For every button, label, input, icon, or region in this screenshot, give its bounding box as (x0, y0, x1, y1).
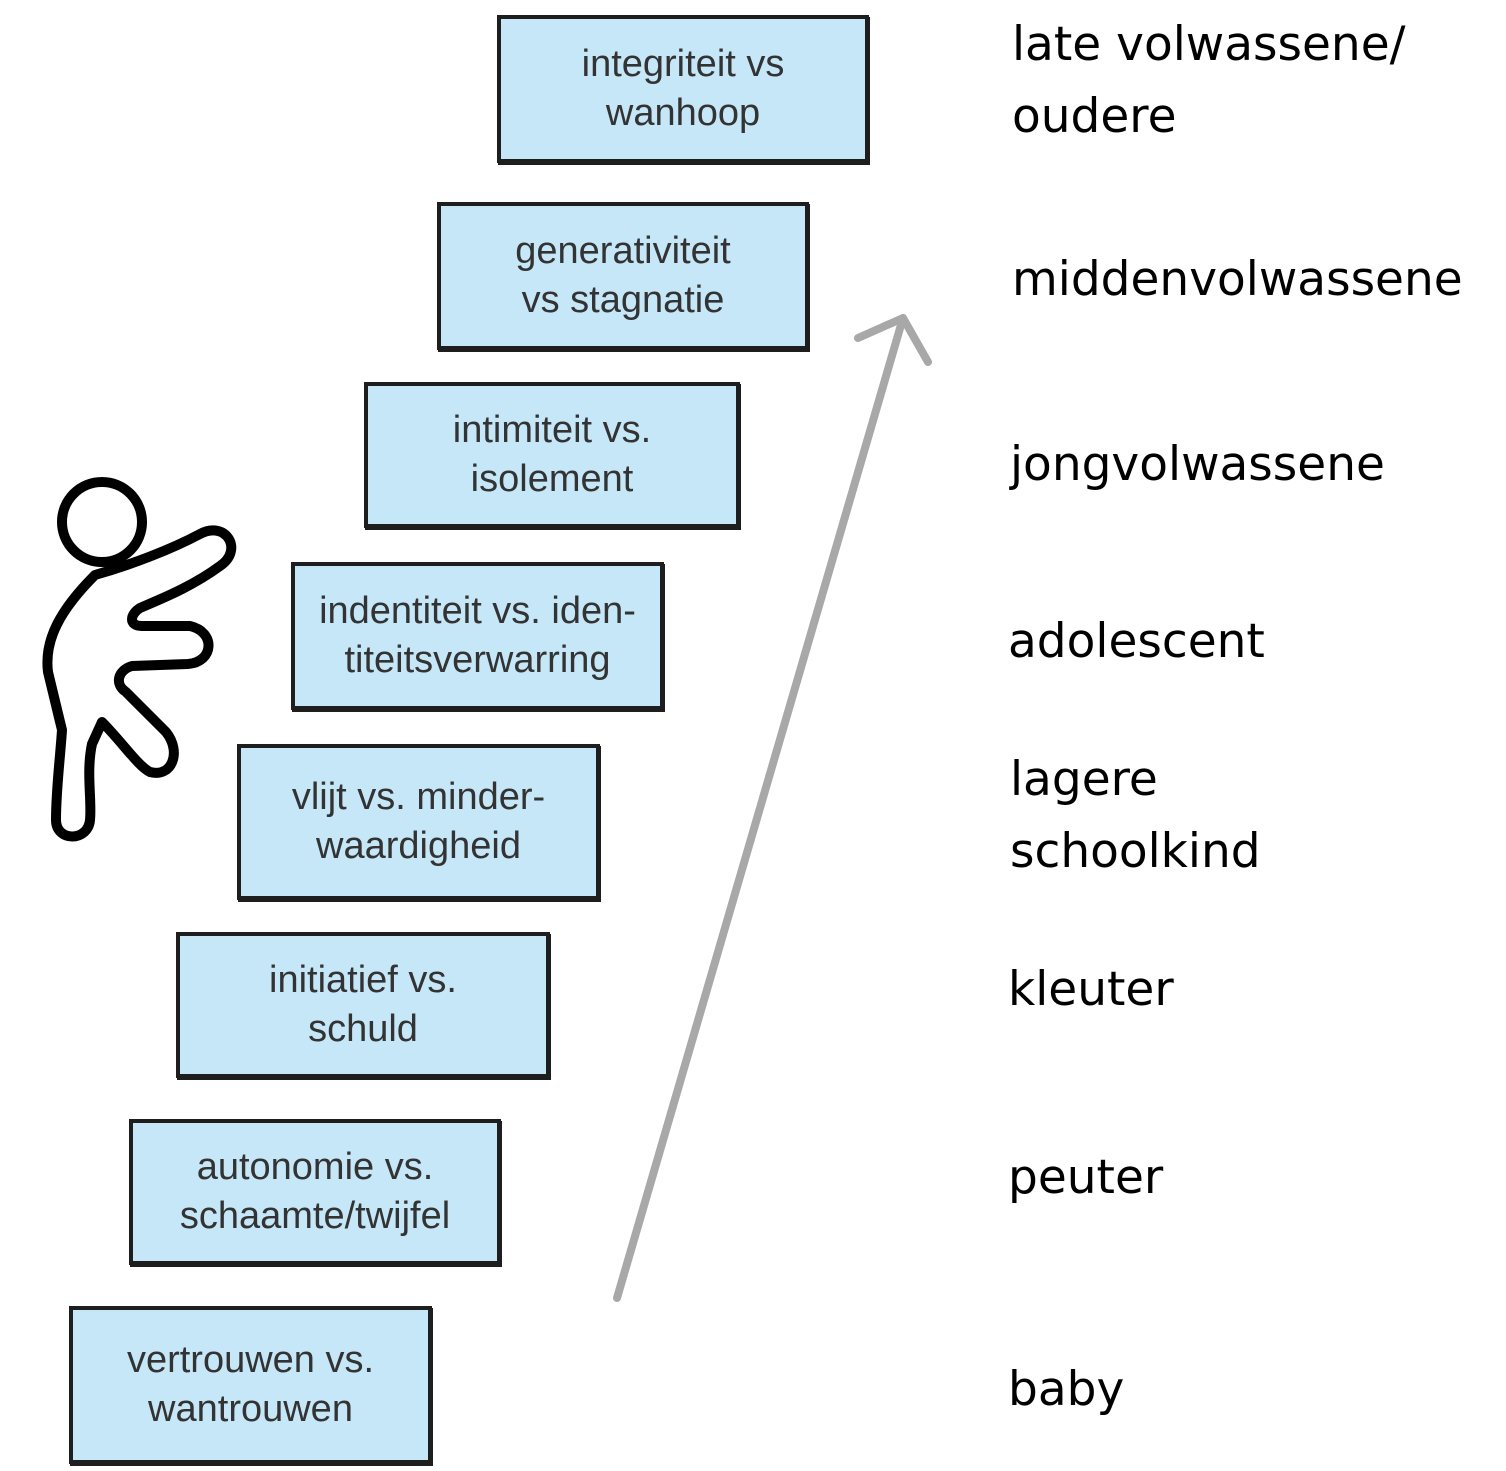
stage-box-line: schaamte/twijfel (179, 1195, 451, 1237)
stage-box-line: initiatief vs. (269, 959, 457, 1001)
stage-box-line: schuld (308, 1008, 418, 1050)
stage-box-line: autonomie vs. (196, 1146, 434, 1188)
arrow-shaft (613, 314, 907, 1302)
age-label-line: jongvolwassene (1010, 437, 1385, 492)
stage-box-line: titeitsverwarring (344, 639, 611, 681)
stage-box-line: vlijt vs. minder- (291, 776, 546, 818)
stage-box-line: indentiteit vs. iden- (319, 590, 636, 632)
age-label-line: lagere (1010, 752, 1158, 807)
stage-box-line: waardigheid (316, 825, 521, 867)
stage-box-initiative: initiatief vs. schuld (176, 932, 550, 1078)
stage-box-intimacy: intimiteit vs. isolement (364, 382, 740, 528)
age-label-adolescent: adolescent (1008, 606, 1265, 678)
age-label-line: late volwassene/ (1012, 17, 1406, 72)
stage-box-identity: indentiteit vs. iden- titeitsverwarring (291, 562, 664, 710)
stage-box-generativity: generativiteit vs stagnatie (437, 202, 809, 350)
age-label-middle-adult: middenvolwassene (1012, 244, 1463, 316)
age-label-line: schoolkind (1010, 824, 1261, 879)
age-label-line: kleuter (1008, 962, 1174, 1017)
stage-box-line: vs stagnatie (521, 279, 725, 321)
age-label-preschooler: kleuter (1008, 954, 1174, 1026)
stage-box-industry: vlijt vs. minder- waardigheid (237, 744, 600, 900)
stage-box-line: integriteit vs (581, 43, 785, 85)
age-label-school-child: lagere schoolkind (1010, 744, 1261, 888)
age-label-line: oudere (1012, 89, 1177, 144)
climbing-person-icon (42, 477, 237, 842)
stage-box-trust: vertrouwen vs. wantrouwen (69, 1306, 432, 1464)
age-label-line: adolescent (1008, 614, 1265, 669)
figure-body (42, 525, 237, 842)
age-label-late-adult: late volwassene/ oudere (1012, 9, 1405, 153)
stage-box-autonomy: autonomie vs. schaamte/twijfel (129, 1119, 501, 1265)
age-label-line: baby (1008, 1362, 1125, 1417)
stage-box-line: isolement (470, 458, 634, 500)
stage-box-line: wanhoop (605, 92, 761, 134)
stage-box-line: intimiteit vs. (452, 409, 652, 451)
stage-box-line: vertrouwen vs. (126, 1339, 375, 1381)
stage-box-line: wantrouwen (148, 1388, 353, 1430)
age-label-toddler: peuter (1008, 1142, 1163, 1214)
age-label-baby: baby (1008, 1354, 1124, 1426)
figure-head (57, 477, 147, 567)
age-label-line: peuter (1008, 1150, 1164, 1205)
arrow-head (854, 314, 932, 366)
age-label-young-adult: jongvolwassene (1010, 429, 1385, 501)
stage-box-line: generativiteit (515, 230, 731, 272)
stage-box-integrity: integriteit vs wanhoop (497, 15, 869, 163)
upward-arrow-icon (613, 314, 932, 1302)
age-label-line: middenvolwassene (1012, 252, 1463, 307)
